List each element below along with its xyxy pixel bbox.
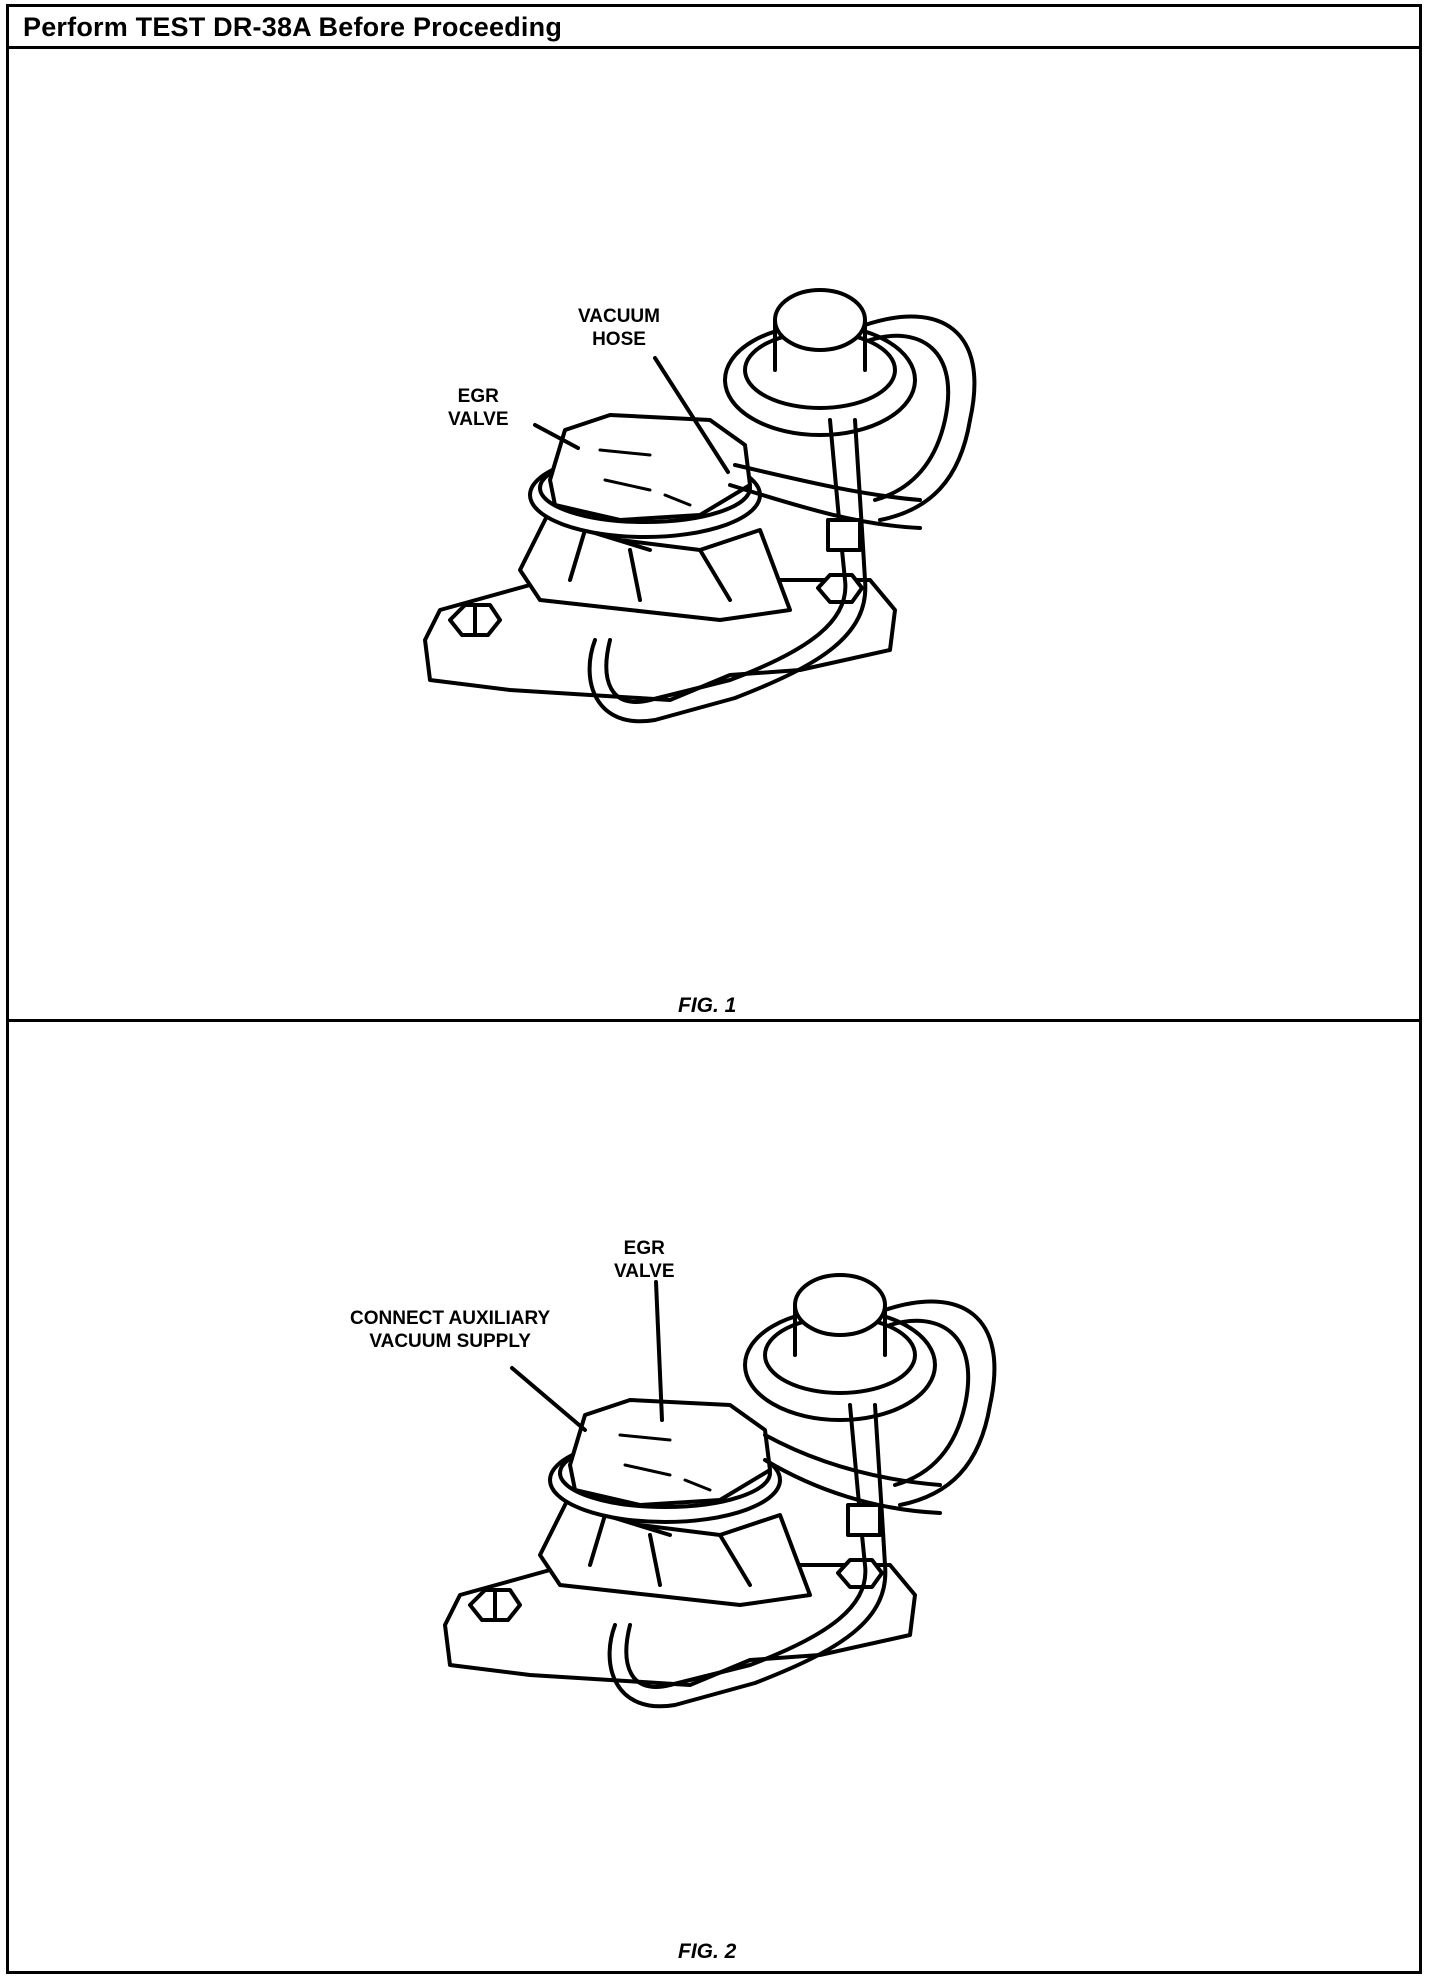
label-egr-valve-fig2: EGR VALVE <box>614 1238 675 1282</box>
caption-fig1: FIG. 1 <box>678 994 737 1017</box>
leader-aux-supply <box>510 1366 587 1432</box>
header-bar: Perform TEST DR-38A Before Proceeding <box>9 7 1419 49</box>
leader-egr-valve-fig2 <box>654 1280 664 1422</box>
label-aux-vacuum-supply: CONNECT AUXILIARY VACUUM SUPPLY <box>350 1308 551 1352</box>
page-title: Perform TEST DR-38A Before Proceeding <box>23 12 563 42</box>
caption-fig2: FIG. 2 <box>678 1940 737 1963</box>
leader-egr-valve <box>533 423 580 450</box>
label-egr-valve-fig1: EGR VALVE <box>448 386 509 430</box>
egr-valve-illustration-fig1 <box>423 288 977 724</box>
figure-divider <box>9 1019 1419 1022</box>
egr-valve-illustration-fig2 <box>443 1273 997 1709</box>
document-frame: Perform TEST DR-38A Before Proceeding <box>6 4 1422 1974</box>
label-vacuum-hose: VACUUM HOSE <box>578 306 660 350</box>
leader-vacuum-hose <box>653 356 730 474</box>
